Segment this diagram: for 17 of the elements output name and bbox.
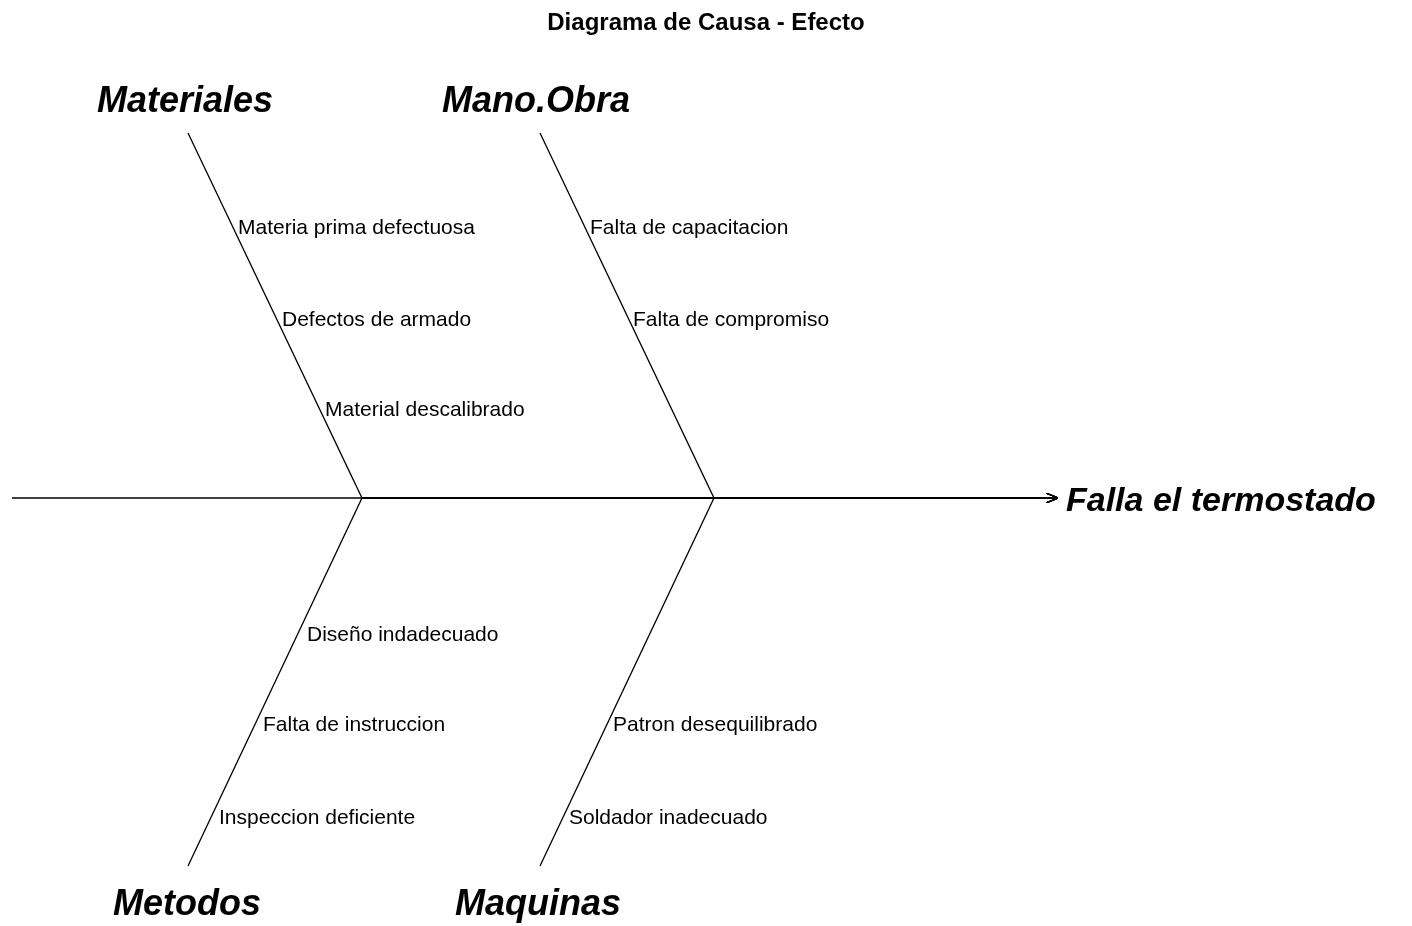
cause-label: Falta de capacitacion: [590, 214, 789, 240]
cause-label: Materia prima defectuosa: [238, 214, 475, 240]
bone-arrow: [539, 492, 1059, 867]
cause-label: Patron desequilibrado: [613, 711, 818, 737]
effect-label: Falla el termostado: [1066, 480, 1376, 520]
cause-label: Material descalibrado: [325, 396, 525, 422]
category-heading: Metodos: [113, 882, 261, 924]
cause-label: Falta de compromiso: [633, 306, 830, 332]
cause-label: Soldador inadecuado: [569, 804, 768, 830]
cause-label: Inspeccion deficiente: [219, 804, 416, 830]
category-heading: Materiales: [97, 79, 274, 121]
diagram-title: Diagrama de Causa - Efecto: [547, 8, 865, 36]
cause-label: Falta de instruccion: [263, 711, 446, 737]
cause-label: Diseño indadecuado: [307, 621, 499, 647]
category-heading: Maquinas: [455, 882, 622, 924]
cause-label: Defectos de armado: [282, 306, 472, 332]
category-heading: Mano.Obra: [442, 79, 630, 121]
